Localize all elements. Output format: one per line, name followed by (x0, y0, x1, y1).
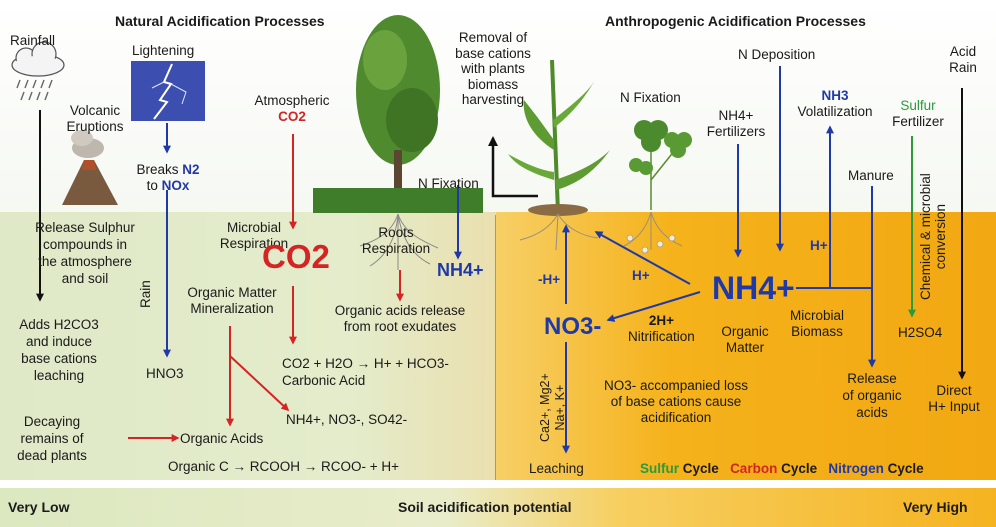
label-manure: Manure (848, 168, 894, 183)
label-n-fixation-anthro: N Fixation (620, 90, 681, 105)
volcano-icon (62, 130, 118, 205)
label-h-plus-2: H+ (632, 268, 650, 283)
arrow-nitrification (606, 291, 701, 322)
legend-nitrogen: Nitrogen (828, 461, 884, 476)
label-nh4-big: NH4+ (712, 270, 795, 306)
corn-plant-icon (508, 59, 610, 216)
label-minus-h: -H+ (538, 272, 561, 287)
scale-very-high: Very High (903, 499, 968, 515)
label-carbonic-equation: CO2 + H2O → H+ + HCO3- (282, 356, 449, 371)
scale-title: Soil acidification potential (398, 499, 572, 515)
label-leaching: Leaching (529, 461, 584, 476)
grass-strip (313, 188, 483, 213)
label-h2so4: H2SO4 (898, 325, 943, 340)
label-rainfall: Rainfall (10, 33, 56, 48)
header-anthropogenic: Anthropogenic Acidification Processes (605, 13, 866, 29)
center-divider (495, 215, 496, 480)
label-nitrification: 2H+Nitrification (628, 313, 695, 344)
arrow-nh4-plant (594, 231, 691, 285)
legend-sulfur: Sulfur (640, 461, 679, 476)
tree-icon (356, 15, 440, 200)
label-nh4-small: NH4+ (437, 260, 484, 280)
label-rain: Rain (138, 280, 153, 308)
legend-cycles: Sulfur Cycle Carbon Cycle Nitrogen Cycle (640, 461, 924, 476)
root-nodules (626, 234, 676, 254)
label-no3-big: NO3- (544, 313, 602, 340)
label-hno3: HNO3 (146, 366, 184, 381)
arrow-volatilization (796, 125, 834, 289)
soil-band-natural (0, 212, 500, 480)
label-nutrients: NH4+, NO3-, SO42- (286, 412, 408, 427)
label-co2-big: CO2 (262, 238, 330, 275)
scale-bar (0, 488, 996, 527)
label-n-fixation-natural: N Fixation (418, 176, 479, 191)
label-cations: Ca2+, Mg2+Na+, K+ (538, 373, 567, 442)
arrow-om-nutrients (229, 355, 290, 412)
lightning-icon (131, 61, 205, 121)
rain-cloud-icon (11, 41, 65, 101)
clover-icon (629, 120, 692, 210)
header-natural: Natural Acidification Processes (115, 13, 325, 29)
tree-roots (359, 213, 439, 270)
label-h-plus-1: H+ (810, 238, 828, 253)
scale-very-low: Very Low (8, 499, 70, 515)
label-carbonic-acid: Carbonic Acid (282, 373, 366, 388)
label-n-deposition: N Deposition (738, 47, 816, 62)
plant-roots (519, 211, 683, 251)
legend-carbon: Carbon (730, 461, 778, 476)
label-organic-acids: Organic Acids (180, 431, 264, 446)
arrow-removal (488, 136, 538, 198)
label-organic-chain: Organic C → RCOOH → RCOO- + H+ (168, 459, 400, 474)
label-nh4-fertilizers: NH4+Fertilizers (706, 108, 766, 139)
label-lightening: Lightening (132, 43, 195, 58)
